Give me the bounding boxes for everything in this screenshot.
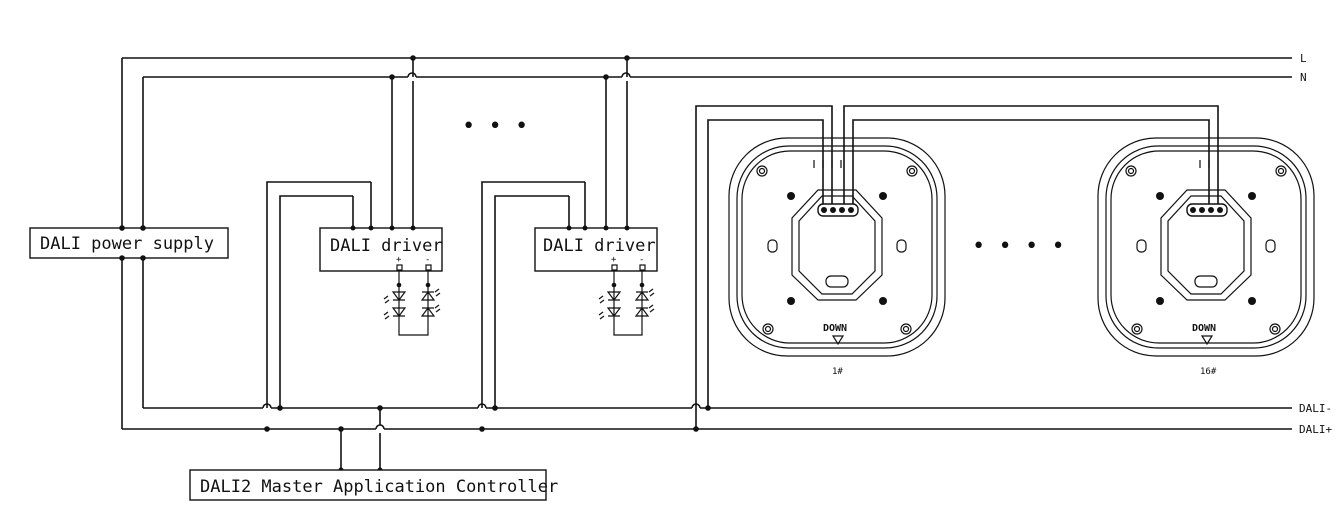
bus-N-label: N [1300, 71, 1307, 84]
bus-N: N [143, 71, 1307, 84]
panel-1-down-label: DOWN [823, 323, 847, 334]
driver-1-plus: + [396, 255, 402, 265]
driver-2-plus: + [611, 255, 617, 265]
led-string-2 [598, 285, 655, 336]
control-panel-1: DOWN 1# [728, 137, 946, 377]
bus-dali-plus-label: DALI+ [1299, 423, 1332, 436]
drivers-ellipsis: • • • [462, 114, 528, 139]
control-panel-16: DOWN 16# [1097, 137, 1315, 377]
power-supply: DALI power supply [29, 58, 229, 429]
driver-2-minus: - [639, 255, 644, 265]
panel-16-down-label: DOWN [1192, 323, 1216, 334]
bus-L: L [122, 52, 1307, 65]
master-controller: DALI2 Master Application Controller [189, 405, 558, 501]
power-supply-label: DALI power supply [40, 234, 214, 254]
bus-dali-minus: DALI- [143, 402, 1332, 415]
dali-driver-1: DALI driver + - [264, 55, 443, 432]
panels-ellipsis: • • • • [972, 234, 1065, 259]
driver-2-label: DALI driver [543, 236, 656, 256]
led-string-1 [383, 285, 441, 336]
controller-label: DALI2 Master Application Controller [200, 477, 558, 497]
panel-1-id: 1# [832, 367, 843, 377]
bus-dali-minus-label: DALI- [1299, 402, 1332, 415]
driver-1-minus: - [425, 255, 430, 265]
dali-driver-2: DALI driver + - [479, 55, 658, 432]
driver-1-label: DALI driver [330, 236, 443, 256]
panel-16-id: 16# [1200, 367, 1217, 377]
bus-L-label: L [1300, 52, 1307, 65]
bus-dali-plus: DALI+ [122, 423, 1332, 436]
